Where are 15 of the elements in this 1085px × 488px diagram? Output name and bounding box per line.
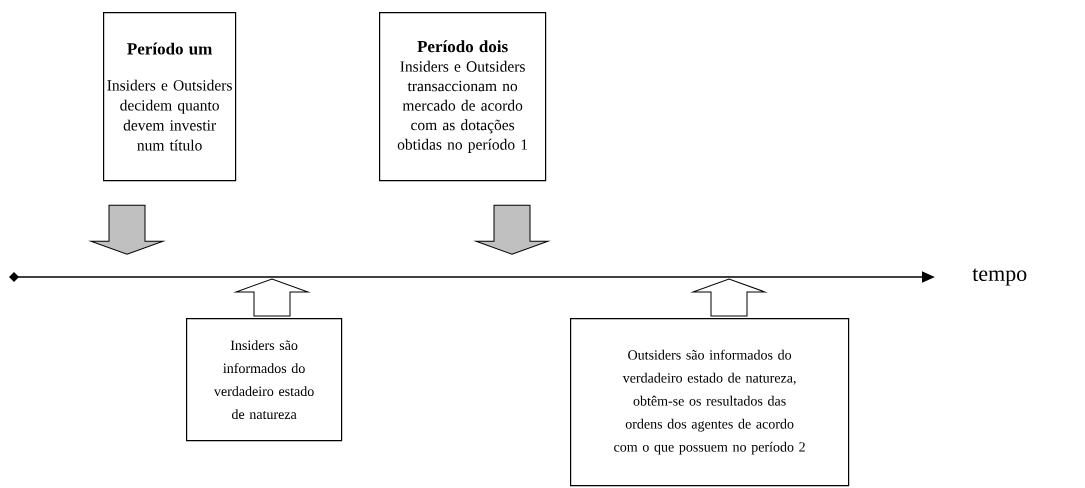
box-text: Insiders e Outsiders transaccionam no mercado de acordo com as dotações obtidas no período 1 xyxy=(397,60,528,153)
block-arrow xyxy=(90,204,164,255)
box-heading: Período dois xyxy=(417,40,508,53)
box-text: Insiders são informados do verdadeiro estado de natureza xyxy=(213,340,314,420)
text-box xyxy=(103,12,237,182)
text-box xyxy=(570,318,850,487)
text-box xyxy=(379,12,547,182)
text-box xyxy=(186,318,343,442)
box-heading: Período um xyxy=(127,42,212,55)
block-arrow xyxy=(475,204,549,255)
axis-label: tempo xyxy=(972,268,1027,286)
box-text: Insiders e Outsiders decidem quanto devem investir num título xyxy=(107,79,232,151)
block-arrow xyxy=(692,278,766,317)
box-text: Outsiders são informados do verdadeiro estado de natureza, obtêm-se os resultados das ordens dos agentes de acordo com o que possuem no período 2 xyxy=(614,349,805,455)
block-arrow xyxy=(235,278,309,317)
